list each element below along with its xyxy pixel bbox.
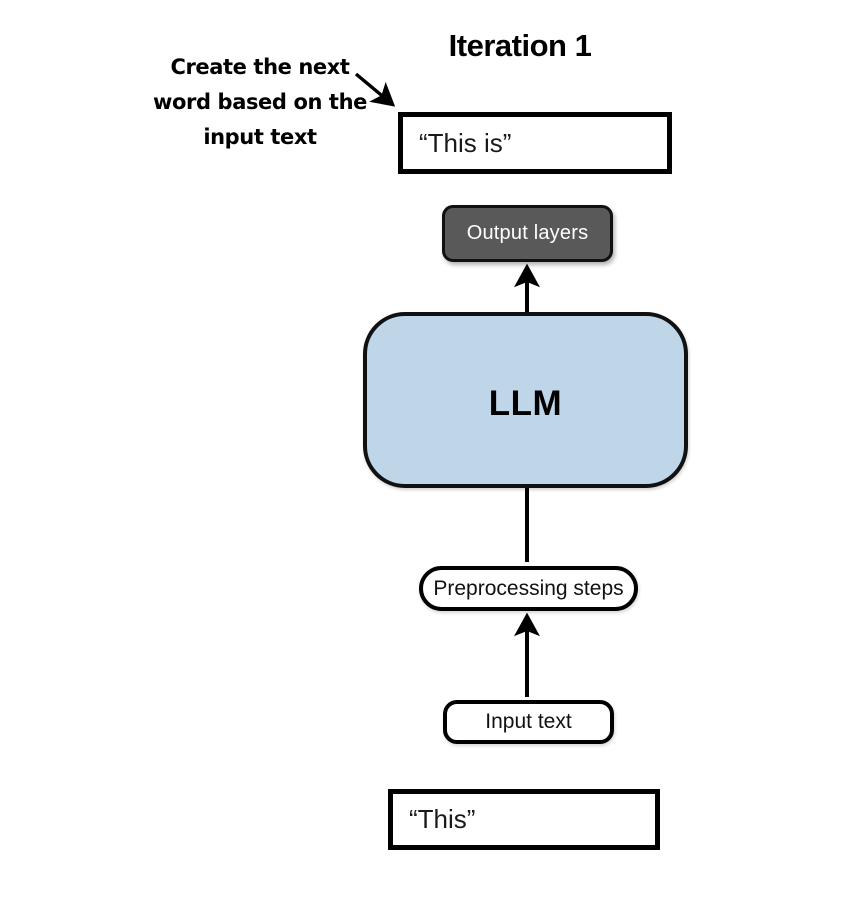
annotation-line-1: Create the next	[170, 55, 350, 79]
annotation-text: Create the next word based on the input …	[150, 50, 370, 155]
preprocessing-steps-node[interactable]: Preprocessing steps	[419, 566, 638, 611]
input-text-label: Input text	[485, 710, 572, 733]
source-input-label: “This”	[409, 804, 476, 834]
input-text-node[interactable]: Input text	[443, 700, 614, 744]
output-layers-node[interactable]: Output layers	[442, 205, 613, 262]
generated-output-textbox: “This is”	[398, 112, 672, 174]
preprocessing-steps-label: Preprocessing steps	[433, 576, 624, 600]
output-layers-label: Output layers	[466, 222, 589, 244]
llm-node[interactable]	[363, 312, 688, 488]
llm-label: LLM	[488, 384, 563, 423]
annotation-line-2: word based on the	[153, 90, 367, 114]
annotation-line-3: input text	[203, 125, 317, 149]
source-input-textbox: “This”	[388, 789, 660, 850]
generated-output-label: “This is”	[419, 127, 512, 158]
page-title: Iteration 1	[448, 28, 592, 63]
